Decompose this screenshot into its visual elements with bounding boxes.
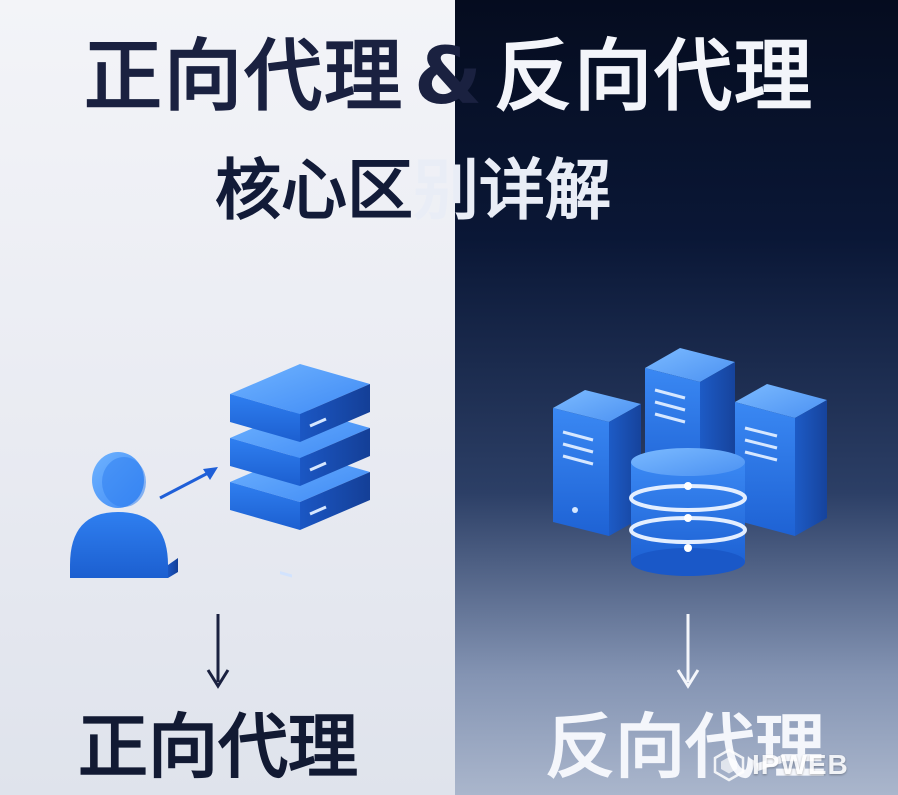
server-stack-icon: [230, 364, 370, 578]
title-ampersand: &: [413, 32, 485, 122]
arrow-down-icon: [676, 614, 700, 689]
reverse-proxy-label: 反向代理: [545, 706, 825, 788]
subtitle-right-part: 别详解: [413, 152, 611, 229]
subtitle: 核心区别详解: [215, 158, 695, 224]
watermark-text: IPWEB: [752, 749, 849, 780]
reverse-proxy-illustration: [553, 348, 827, 576]
subtitle-left-part: 核心区: [215, 152, 413, 229]
arrow-down-icon: [206, 614, 230, 689]
ipweb-logo-icon: [713, 748, 745, 782]
server-tower-icon: [553, 390, 641, 536]
forward-proxy-label: 正向代理: [78, 706, 358, 788]
watermark: IPWEB: [712, 745, 887, 785]
title-reverse-proxy: 反向代理: [494, 32, 815, 122]
forward-proxy-illustration: [70, 364, 370, 578]
database-icon: [629, 448, 747, 576]
title-forward-proxy: 正向代理: [83, 32, 404, 122]
forward-proxy-panel: [0, 0, 455, 795]
user-icon: [70, 452, 178, 578]
main-title: 正向代理&反向代理: [0, 38, 898, 116]
server-tower-icon: [735, 384, 827, 536]
arrow-right-icon: [159, 467, 218, 500]
